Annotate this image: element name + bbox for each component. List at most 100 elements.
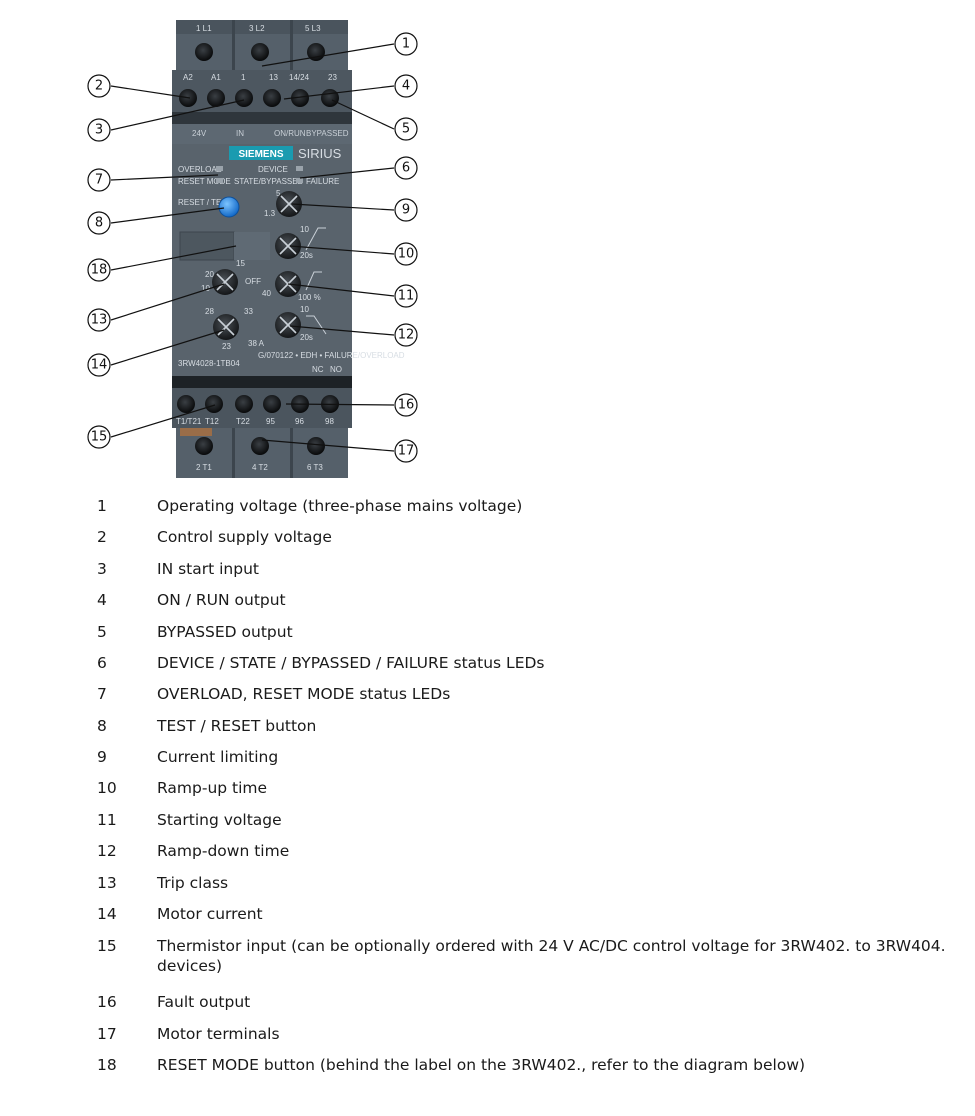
svg-text:4: 4 [402,79,410,94]
legend-number: 3 [97,560,107,578]
screw-terminal [263,89,281,107]
svg-text:15: 15 [91,430,108,445]
trip-class-knob[interactable] [212,269,238,295]
legend-number: 11 [97,811,117,829]
dial-mark: 20s [300,251,313,260]
terminal-label: 1 [241,73,246,82]
screw-terminal [177,395,195,413]
svg-text:2: 2 [95,79,103,94]
callout: 14 [87,353,111,377]
dial-mark: 10 [300,225,309,234]
led-label: RESET MODE [178,177,231,186]
legend-text: Starting voltage [157,811,282,829]
legend-text: Control supply voltage [157,528,332,546]
legend-text: DEVICE / STATE / BYPASSED / FAILURE stat… [157,654,545,672]
svg-text:5: 5 [402,122,410,137]
legend-number: 17 [97,1025,117,1043]
terminal-label: 95 [266,417,275,426]
screw-terminal [307,437,325,455]
legend-text: Motor current [157,905,263,923]
legend-number: 14 [97,905,117,923]
test-reset-button[interactable] [218,196,240,218]
screw-terminal [251,437,269,455]
callout: 3 [87,118,111,142]
legend-number: 15 [97,937,117,955]
legend-number: 10 [97,779,117,797]
label-plate [234,232,270,260]
legend-number: 16 [97,993,117,1011]
terminal-label: 6 T3 [307,463,323,472]
terminal-label: T22 [236,417,250,426]
led-label: OVERLOAD [178,165,223,174]
legend-number: 8 [97,717,107,735]
leader-lines [110,43,395,452]
legend-number: 7 [97,685,107,703]
state-led [296,178,303,183]
legend-text: Trip class [157,874,229,892]
legend-number: 9 [97,748,107,766]
series-name: SIRIUS [298,146,342,161]
dial-mark: 100 % [298,293,321,302]
callout: 7 [87,168,111,192]
dial-mark: 15 [236,259,245,268]
callout: 15 [87,425,111,449]
dial-mark: 10 [201,284,210,293]
callout: 16 [394,393,418,417]
control-label: IN [236,129,244,138]
led-label: FAILURE [306,177,339,186]
screw-terminal [195,437,213,455]
callout: 6 [394,156,418,180]
screw-terminal [251,43,269,61]
ramp-down-knob[interactable] [275,312,301,338]
callout: 9 [394,198,418,222]
overload-led [216,166,223,171]
legend-text: Operating voltage (three-phase mains vol… [157,497,523,515]
terminal-label: T1/T21 [176,417,202,426]
screw-terminal [205,395,223,413]
legend-number: 1 [97,497,107,515]
current-limit-knob[interactable] [276,191,302,217]
svg-text:8: 8 [95,216,103,231]
svg-text:16: 16 [398,398,415,413]
control-label: ON/RUN [274,129,306,138]
legend-text: ON / RUN output [157,591,286,609]
legend-number: 6 [97,654,107,672]
motor-current-knob[interactable] [213,314,239,340]
svg-text:3: 3 [95,123,103,138]
legend-number: 13 [97,874,117,892]
legend-text: Ramp-down time [157,842,290,860]
dial-mark: 38 A [248,339,265,348]
terminal-label: 23 [328,73,337,82]
legend-number: 12 [97,842,117,860]
legend-number: 18 [97,1056,117,1074]
reset-mode-led [216,178,223,183]
dial-mark: OFF [245,277,261,286]
dial-mark: 28 [205,307,214,316]
terminal-label: 2 T1 [196,463,212,472]
legend-text: BYPASSED output [157,623,293,641]
ramp-up-knob[interactable] [275,233,301,259]
terminal-label: A1 [211,73,221,82]
status-label: G/070122 • EDH • FAILURE/OVERLOAD [258,351,405,360]
legend-text: Fault output [157,993,251,1011]
callout: 4 [394,74,418,98]
ramp-up-graphic [305,227,326,251]
terminal-label: A2 [183,73,193,82]
screw-terminal [235,395,253,413]
screw-terminal [195,43,213,61]
legend-text: OVERLOAD, RESET MODE status LEDs [157,685,451,703]
callout: 2 [87,74,111,98]
brand-name: SIEMENS [238,149,283,160]
terminal-label: 5 L3 [305,24,321,33]
ramp-down-graphic [306,315,327,335]
svg-text:14: 14 [91,358,108,373]
legend-text: IN start input [157,560,259,578]
svg-text:7: 7 [95,173,103,188]
terminal-label: 13 [269,73,278,82]
start-voltage-graphic [305,271,322,291]
legend-text: TEST / RESET button [157,717,317,735]
svg-text:13: 13 [91,313,108,328]
nc-label: NC [312,365,324,374]
screw-terminal [263,395,281,413]
callout: 18 [87,258,111,282]
